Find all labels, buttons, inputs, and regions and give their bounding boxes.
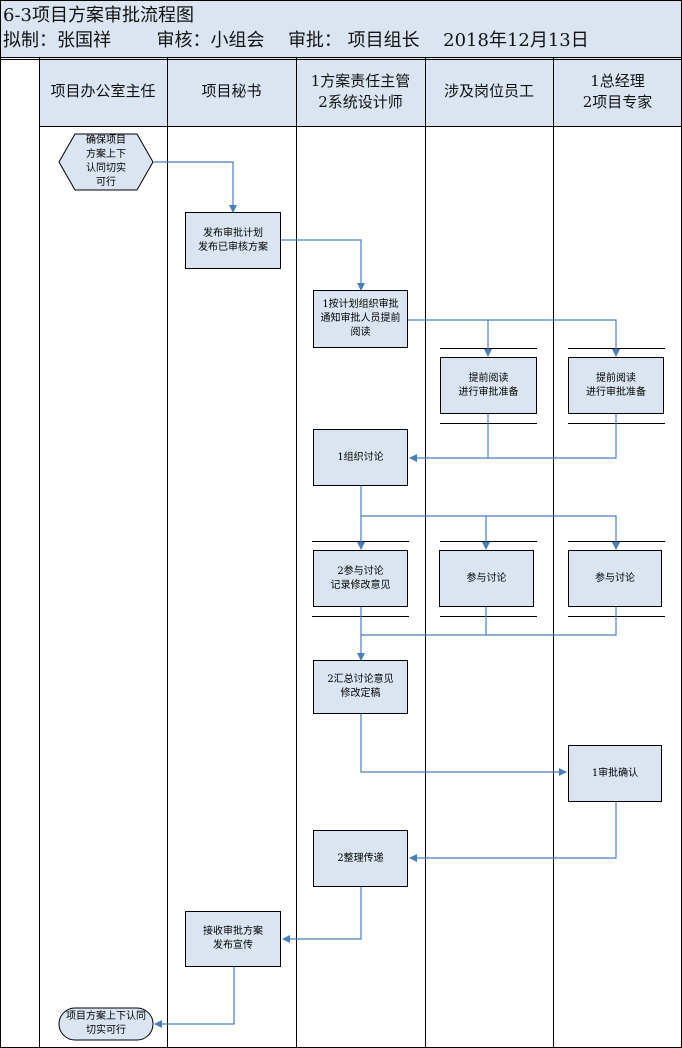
approver-text: 审批： 项目组长 [287,30,420,51]
lane-header-plan-lead: 1方案责任主管 2系统设计师 [296,57,425,126]
date-text: 2018年12月13日 [443,30,589,51]
gm-preread-node: 提前阅读 进行审批准备 [568,357,664,414]
participate-record-node: 2参与讨论 记录修改意见 [313,550,408,607]
staff-preread-node: 提前阅读 进行审批准备 [440,357,537,414]
drafter-text: 拟制：张国祥 [3,30,111,51]
organize-review-node: 1按计划组织审批 通知审批人员提前 阅读 [313,290,408,348]
header-band: 6-3项目方案审批流程图 拟制：张国祥 审核：小组会 审批： 项目组长 2018… [0,0,682,57]
summarize-node: 2汇总讨论意见 修改定稿 [313,660,408,714]
lane-header-secretary: 项目秘书 [167,57,296,126]
approve-confirm-node: 1审批确认 [568,745,662,802]
page-title: 6-3项目方案审批流程图 [3,5,194,26]
organize-deliver-node: 2整理传递 [313,830,408,887]
end-terminator [58,1007,154,1041]
start-node: 确保项目 方案上下 认同切实 可行 [86,135,126,188]
signoff-line: 拟制：张国祥 审核：小组会 审批： 项目组长 2018年12月13日 [3,30,589,52]
lane-header-staff: 涉及岗位员工 [425,57,553,126]
end-node: 项目方案上下认同 切实可行 [66,1011,146,1036]
staff-participate-node: 参与讨论 [439,550,534,607]
sync-bars [312,348,665,617]
lane-header-gm: 1总经理 2项目专家 [553,57,682,126]
gm-participate-node: 参与讨论 [568,550,662,607]
publish-plan-node: 发布审批计划 发布已审核方案 [185,212,281,269]
connectors [153,161,620,1028]
organize-discussion-node: 1组织讨论 [313,429,408,486]
lane-header-office-director: 项目办公室主任 [39,57,167,126]
reviewer-text: 审核：小组会 [156,30,265,51]
receive-publicize-node: 接收审批方案 发布宣传 [185,911,281,967]
